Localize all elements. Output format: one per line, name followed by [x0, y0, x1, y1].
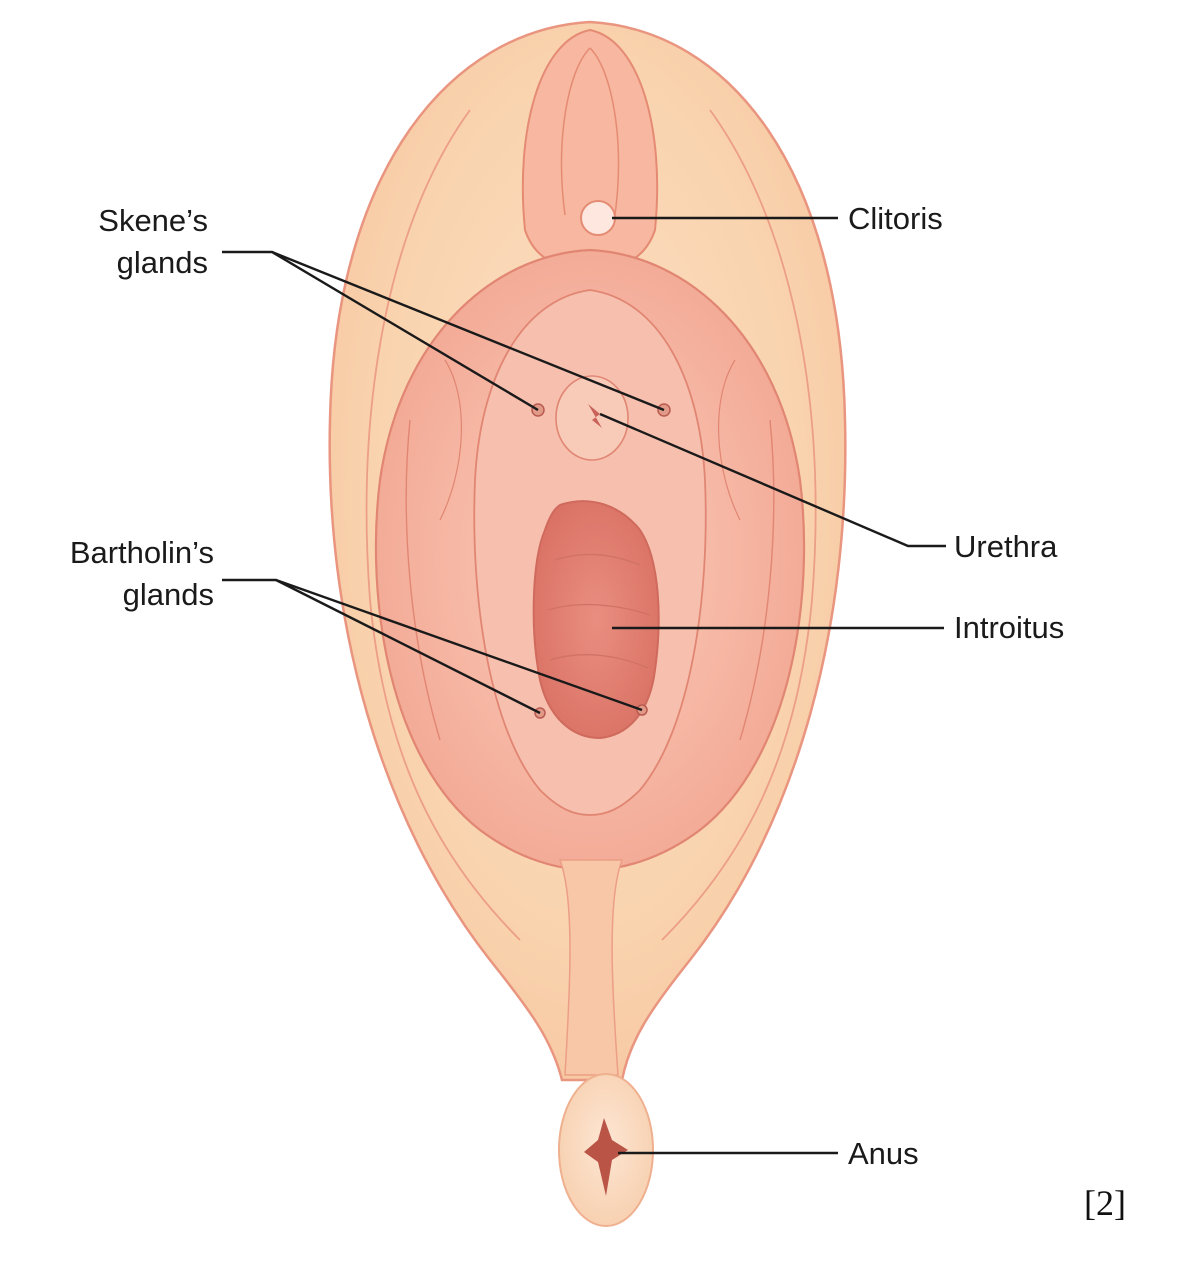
label-bartholins-line1: Bartholin’s — [69, 535, 214, 570]
leader-bartholins-branch — [275, 578, 643, 712]
citation-marker: [2] — [1084, 1183, 1126, 1223]
leader-skenes-branch — [271, 250, 665, 412]
hood-line-left — [560, 47, 591, 216]
leader-lines — [222, 216, 946, 1155]
label-urethra: Urethra — [954, 529, 1058, 564]
labia-minora-wrinkle-right-2 — [718, 359, 741, 521]
label-introitus: Introitus — [954, 610, 1065, 645]
introitus-opening — [532, 500, 660, 740]
anus-opening — [584, 1118, 628, 1196]
label-skenes-glands: Skene’s glands — [40, 200, 208, 284]
label-skenes-line1: Skene’s — [98, 203, 208, 238]
labia-minora-wrinkle-right — [739, 419, 775, 741]
label-anus: Anus — [848, 1136, 919, 1171]
label-skenes-line2: glands — [116, 245, 208, 280]
introitus-ridge-3 — [549, 654, 649, 669]
clitoris-glans — [580, 200, 616, 236]
hood-line-right — [589, 47, 620, 216]
label-bartholins-line2: glands — [122, 577, 214, 612]
label-clitoris: Clitoris — [848, 201, 943, 236]
introitus-ridge-2 — [547, 603, 651, 616]
labia-minora-wrinkle-left — [405, 419, 441, 741]
leader-urethra — [599, 412, 946, 548]
urethral-opening — [588, 404, 602, 428]
introitus-ridge-1 — [554, 553, 641, 566]
perineum — [558, 859, 624, 1076]
labia-minora-wrinkle-left-2 — [439, 359, 462, 521]
label-bartholins-glands: Bartholin’s glands — [20, 532, 214, 616]
labia-majora-fold-left — [365, 109, 521, 941]
labia-majora-fold-right — [661, 109, 817, 941]
urethral-bulge — [555, 375, 629, 461]
